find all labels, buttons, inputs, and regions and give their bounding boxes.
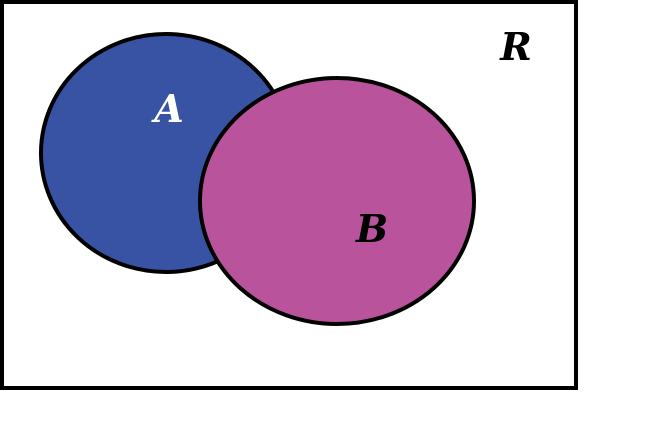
set-b-ellipse (198, 76, 476, 326)
universe-label: R (499, 24, 532, 69)
set-b-label: B (355, 206, 388, 251)
set-a-label: A (151, 86, 183, 131)
